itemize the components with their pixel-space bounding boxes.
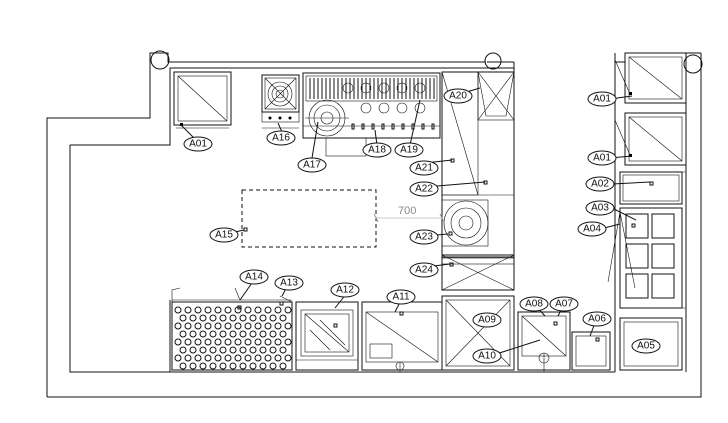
hand-sink — [517, 311, 571, 372]
column-1 — [150, 50, 170, 70]
tag-a20-label: A20 — [449, 91, 467, 102]
tag-a13: A13 — [274, 275, 304, 291]
tag-a03: A03 — [585, 200, 615, 216]
tag-a05-label: A05 — [637, 341, 655, 352]
tag-a03-label: A03 — [591, 203, 609, 214]
exhaust-hood — [441, 71, 515, 291]
tag-a18-label: A18 — [368, 145, 386, 156]
stock-pot — [443, 200, 489, 246]
tag-a18: A18 — [362, 142, 392, 158]
tag-a08: A08 — [519, 296, 549, 312]
equipment-tags: A01 A01 A01 A02 A03 A04 A05 A06 — [183, 88, 661, 364]
tag-a06: A06 — [582, 311, 612, 327]
tag-a24-label: A24 — [415, 265, 433, 276]
right-refrigerators — [607, 52, 687, 371]
tag-a04: A04 — [577, 221, 607, 237]
tag-a20: A20 — [443, 88, 473, 104]
tag-a01-right-top-label: A01 — [593, 94, 611, 105]
tag-a01-left: A01 — [183, 136, 213, 152]
tag-a21: A21 — [409, 160, 439, 176]
tag-a15: A15 — [209, 227, 239, 243]
tag-a01-right-bottom-label: A01 — [593, 153, 611, 164]
dish-storage-rack — [171, 287, 293, 371]
tag-a23-label: A23 — [415, 232, 433, 243]
single-burner-stove — [261, 74, 300, 129]
tag-a12-label: A12 — [336, 285, 354, 296]
tag-a17: A17 — [297, 157, 327, 173]
tag-a07-label: A07 — [555, 299, 573, 310]
tag-a01-right-bottom: A01 — [587, 150, 617, 166]
refrigerator-left — [173, 71, 232, 129]
tag-a22: A22 — [409, 181, 439, 197]
column-3 — [683, 54, 703, 74]
tag-a21-label: A21 — [415, 163, 433, 174]
tag-a01-left-label: A01 — [189, 139, 207, 150]
tag-a16-label: A16 — [272, 133, 290, 144]
tag-a12: A12 — [330, 282, 360, 298]
tag-a13-label: A13 — [280, 278, 298, 289]
tag-a07: A07 — [549, 296, 579, 312]
tag-a01-right-top: A01 — [587, 91, 617, 107]
tag-a06-label: A06 — [588, 314, 606, 325]
tag-a10-label: A10 — [478, 351, 496, 362]
tag-a02: A02 — [585, 176, 615, 192]
column-2 — [484, 52, 502, 70]
tag-a23: A23 — [409, 229, 439, 245]
island-worktable — [241, 189, 445, 248]
small-unit-a06 — [571, 331, 611, 371]
dimension-label: 700 — [398, 205, 416, 217]
tag-a24: A24 — [409, 262, 439, 278]
tag-a14-label: A14 — [245, 272, 263, 283]
tag-a05: A05 — [631, 338, 661, 354]
tag-a11: A11 — [386, 289, 416, 305]
tag-a11-label: A11 — [392, 292, 409, 303]
double-sink — [295, 301, 359, 371]
tag-a14: A14 — [239, 269, 269, 285]
cooking-range — [302, 72, 441, 157]
tag-a22-label: A22 — [415, 184, 433, 195]
tag-a16: A16 — [266, 130, 296, 146]
tag-a09: A09 — [472, 312, 502, 328]
tag-a09-label: A09 — [478, 315, 496, 326]
tag-a19-label: A19 — [400, 145, 418, 156]
tag-a02-label: A02 — [591, 179, 609, 190]
tag-a04-label: A04 — [583, 224, 601, 235]
tag-a17-label: A17 — [303, 160, 321, 171]
tag-a08-label: A08 — [525, 299, 543, 310]
tag-a15-label: A15 — [215, 230, 233, 241]
tag-a19: A19 — [394, 142, 424, 158]
marker-dots — [237, 158, 654, 342]
tag-a10: A10 — [472, 348, 502, 364]
